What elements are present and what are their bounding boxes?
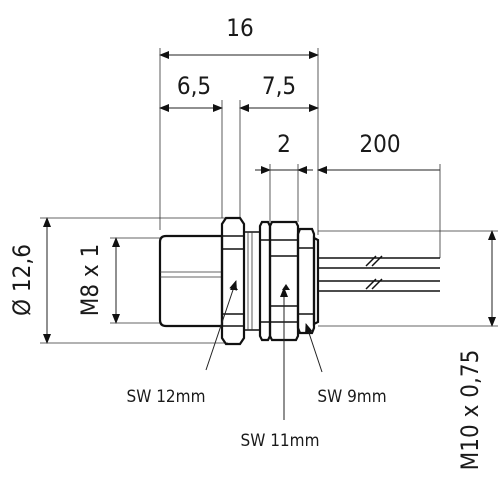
dim-front-thread: M8 x 1 <box>76 244 104 317</box>
dim-rear-length: 7,5 <box>262 72 296 100</box>
connector-body <box>158 216 320 346</box>
dim-mount-thread: M10 x 0,75 <box>456 350 484 471</box>
dim-cable-length: 200 <box>359 130 400 158</box>
dim-outer-diameter: Ø 12,6 <box>8 244 36 316</box>
callout-sw-rear: SW 9mm <box>317 387 386 407</box>
callout-leaders <box>205 280 323 420</box>
cable-wires <box>318 255 440 292</box>
dim-total-length: 16 <box>226 14 253 42</box>
callout-sw-middle: SW 11mm <box>241 431 320 451</box>
callout-sw-front: SW 12mm <box>127 387 206 407</box>
dim-nut-width: 2 <box>277 130 291 158</box>
dimension-lines <box>40 48 498 344</box>
dim-front-length: 6,5 <box>177 72 211 100</box>
